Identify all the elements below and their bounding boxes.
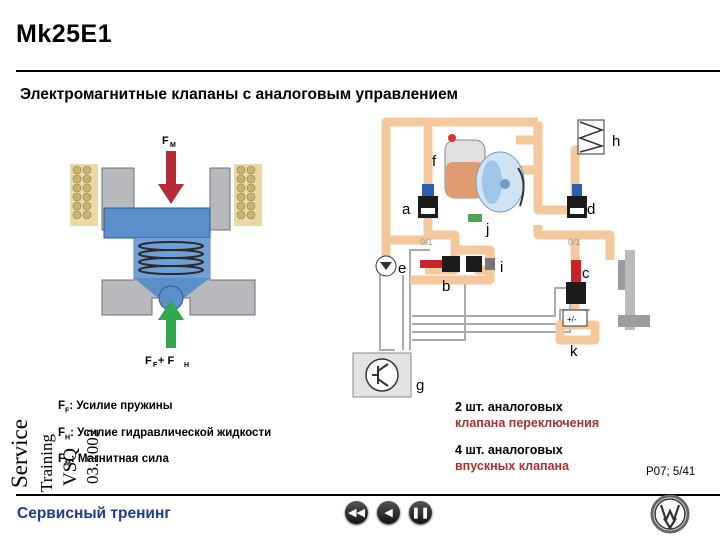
label-b: b — [442, 278, 450, 295]
magnetic-force-arrow — [166, 151, 176, 187]
label-c: c — [582, 265, 590, 282]
legend-hydraulic-force: FH: Усилие гидравлической жидкости — [58, 427, 272, 442]
accumulator — [577, 119, 605, 155]
valve-j — [468, 214, 482, 222]
magnetic-force-arrowhead — [158, 184, 184, 204]
label-f: f — [432, 153, 437, 170]
valve-e — [420, 256, 460, 272]
first-slide-button[interactable]: ◀◀ — [345, 501, 368, 524]
hydraulic-force-arrowhead — [158, 300, 184, 320]
force-bottom-sub1: F — [153, 362, 158, 369]
spring — [138, 241, 204, 275]
control-unit — [352, 352, 412, 398]
force-bottom-plus: + F — [158, 355, 174, 367]
pause-button[interactable]: ❚❚ — [409, 501, 432, 524]
svg-text:0/1: 0/1 — [420, 237, 433, 247]
bottom-divider — [16, 494, 720, 496]
label-a: a — [402, 201, 411, 218]
slide-title: Mk25E1 — [16, 20, 113, 48]
top-divider — [16, 70, 720, 72]
force-bottom-sub2: H — [184, 362, 189, 369]
label-k: k — [570, 343, 578, 360]
pump-motor — [475, 151, 525, 213]
coil-left — [70, 164, 98, 226]
valve-i — [466, 256, 495, 272]
label-g: g — [416, 377, 424, 394]
valve-d: 0/1 — [567, 184, 587, 247]
reservoir — [444, 134, 486, 199]
solenoid-valve-diagram: F M — [70, 135, 262, 369]
pressure-control-valve: +/- — [562, 309, 588, 327]
rewind-icon: ◀◀ — [348, 507, 365, 519]
label-i: i — [500, 259, 503, 276]
note-switch-valves: 2 шт. аналоговых клапана переключения — [455, 400, 600, 430]
label-d: d — [587, 201, 595, 218]
hydraulic-schematic: 0/1 0/1 +/- — [352, 117, 650, 398]
hydraulic-force-arrow — [166, 316, 176, 348]
slide-subtitle: Электромагнитные клапаны с аналоговым уп… — [20, 86, 458, 103]
force-magnetic-sub: M — [170, 142, 176, 149]
svg-text:0/1: 0/1 — [568, 237, 581, 247]
legend-spring-force: FF: Усилие пружины — [58, 400, 173, 415]
label-e: e — [398, 260, 406, 277]
label-j: j — [485, 221, 489, 238]
force-bottom-label: F — [145, 355, 152, 367]
coil-right — [234, 164, 262, 226]
valve-c — [566, 260, 586, 304]
force-magnetic-label: F — [162, 135, 169, 147]
valve-a: 0/1 — [418, 184, 438, 247]
check-valve — [375, 255, 397, 277]
footer-brand: Сервисный тренинг — [17, 505, 171, 522]
note-inlet-valves: 4 шт. аналоговых впускных клапана — [455, 443, 570, 473]
pause-icon: ❚❚ — [411, 507, 430, 519]
brake-booster — [618, 250, 650, 330]
page-number: P07; 5/41 — [646, 466, 696, 478]
legend-magnetic-force: FM: Магнитная сила — [58, 453, 169, 468]
vw-logo-icon[interactable] — [650, 494, 690, 534]
watermark-training: Training — [37, 434, 56, 492]
armature — [103, 207, 211, 239]
svg-text:+/-: +/- — [567, 315, 577, 324]
previous-slide-button[interactable]: ◀ — [377, 501, 400, 524]
label-h: h — [612, 133, 620, 150]
watermark-service: Service — [7, 419, 32, 488]
back-icon: ◀ — [384, 507, 393, 519]
